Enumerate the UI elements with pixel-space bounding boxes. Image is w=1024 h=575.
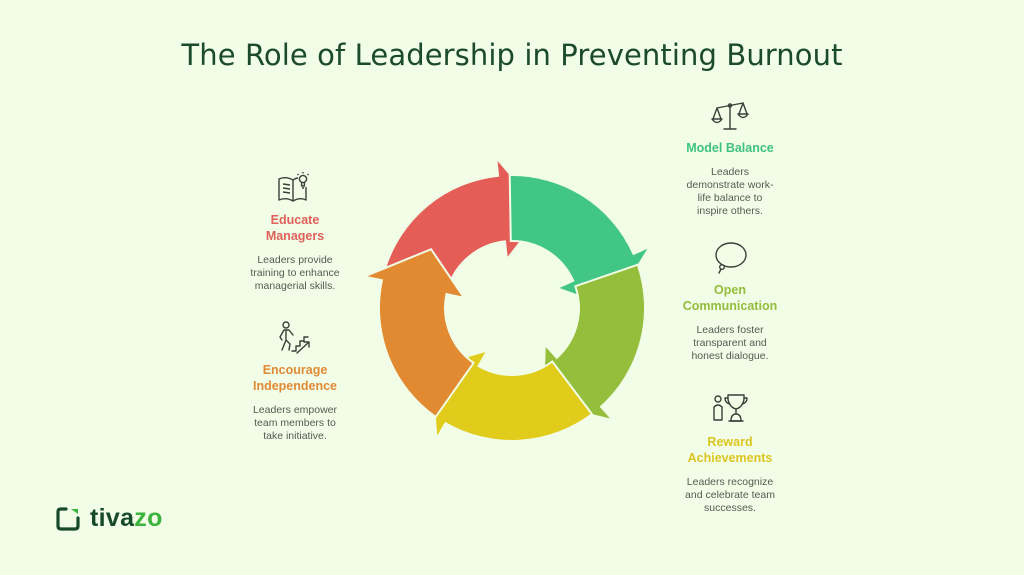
step-description: Leaders recognize and celebrate team suc… xyxy=(655,476,805,515)
step-title: Educate Managers xyxy=(220,212,370,244)
title-line: Educate xyxy=(270,213,320,227)
title-line: Communication xyxy=(682,299,778,313)
desc-line: training to enhance xyxy=(250,267,340,279)
arrow-segment-encourage-independence xyxy=(360,247,475,419)
title-line: Managers xyxy=(265,229,325,243)
step-title: Model Balance xyxy=(655,140,805,156)
desc-line: take initiative. xyxy=(263,430,327,442)
step-model-balance: Model Balance Leaders demonstrate work- … xyxy=(655,98,805,218)
step-educate-managers: Educate Managers Leaders provide trainin… xyxy=(220,170,370,293)
tivazo-logo: tivazo xyxy=(56,504,163,533)
title-line: Model Balance xyxy=(686,141,774,155)
arrow-segment-reward-achievements xyxy=(430,348,594,443)
desc-line: Leaders recognize xyxy=(686,476,774,488)
step-description: Leaders demonstrate work- life balance t… xyxy=(655,166,805,218)
logo-text-light: zo xyxy=(134,504,163,532)
desc-line: Leaders xyxy=(711,166,749,178)
speech-bubble-icon xyxy=(715,242,747,274)
desc-line: Leaders provide xyxy=(257,254,333,266)
desc-line: successes. xyxy=(704,502,756,514)
step-reward-achievements: Reward Achievements Leaders recognize an… xyxy=(655,392,805,515)
desc-line: demonstrate work- xyxy=(686,179,774,191)
logo-text: tivazo xyxy=(90,504,163,533)
desc-line: Leaders empower xyxy=(252,404,338,416)
desc-line: team members to xyxy=(254,417,336,429)
person-trophy-icon xyxy=(713,394,748,422)
desc-line: Leaders foster xyxy=(696,324,764,336)
step-title: Open Communication xyxy=(655,282,805,314)
logo-text-dark: tiva xyxy=(90,504,135,532)
step-title: Encourage Independence xyxy=(220,362,370,394)
desc-line: transparent and xyxy=(693,337,767,349)
step-title: Reward Achievements xyxy=(655,434,805,466)
step-description: Leaders empower team members to take ini… xyxy=(220,404,370,443)
person-climbing-stairs-icon xyxy=(279,321,310,354)
title-line: Independence xyxy=(252,379,338,393)
desc-line: and celebrate team xyxy=(685,489,775,501)
step-description: Leaders provide training to enhance mana… xyxy=(220,254,370,293)
title-line: Reward xyxy=(707,435,753,449)
desc-line: life balance to xyxy=(697,192,763,204)
page-title: The Role of Leadership in Preventing Bur… xyxy=(181,38,843,72)
logo-mark-icon xyxy=(56,506,80,531)
desc-line: managerial skills. xyxy=(254,280,336,292)
title-line: Achievements xyxy=(687,451,773,465)
balance-scale-icon xyxy=(711,102,749,130)
book-lightbulb-icon xyxy=(278,172,309,202)
step-encourage-independence: Encourage Independence Leaders empower t… xyxy=(220,320,370,443)
step-open-communication: Open Communication Leaders foster transp… xyxy=(655,240,805,363)
title-line: Encourage xyxy=(262,363,328,377)
desc-line: honest dialogue. xyxy=(691,350,769,362)
desc-line: inspire others. xyxy=(697,205,763,217)
step-description: Leaders foster transparent and honest di… xyxy=(655,324,805,363)
title-line: Open xyxy=(714,283,746,297)
